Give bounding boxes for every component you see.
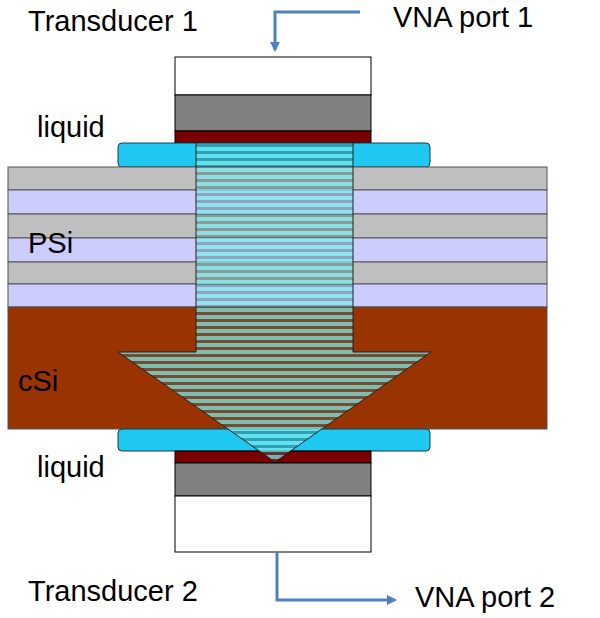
- signal-lead: [277, 552, 395, 600]
- wave-arrow: [118, 143, 431, 462]
- piezo-layer: [175, 131, 371, 143]
- transducer-label: Transducer 1: [28, 6, 198, 38]
- layer-label: cSi: [18, 366, 58, 398]
- signal-lead: [275, 12, 360, 50]
- port-label: VNA port 2: [415, 582, 555, 614]
- transducer-body: [175, 95, 371, 131]
- port-label: VNA port 1: [393, 2, 533, 34]
- liquid-label: liquid: [37, 112, 105, 144]
- liquid-label: liquid: [37, 452, 105, 484]
- transducer-housing: [175, 496, 371, 552]
- layer-label: PSi: [28, 228, 73, 260]
- transducer-body: [175, 463, 371, 496]
- transducer-housing: [175, 57, 371, 95]
- transducer-label: Transducer 2: [28, 576, 198, 608]
